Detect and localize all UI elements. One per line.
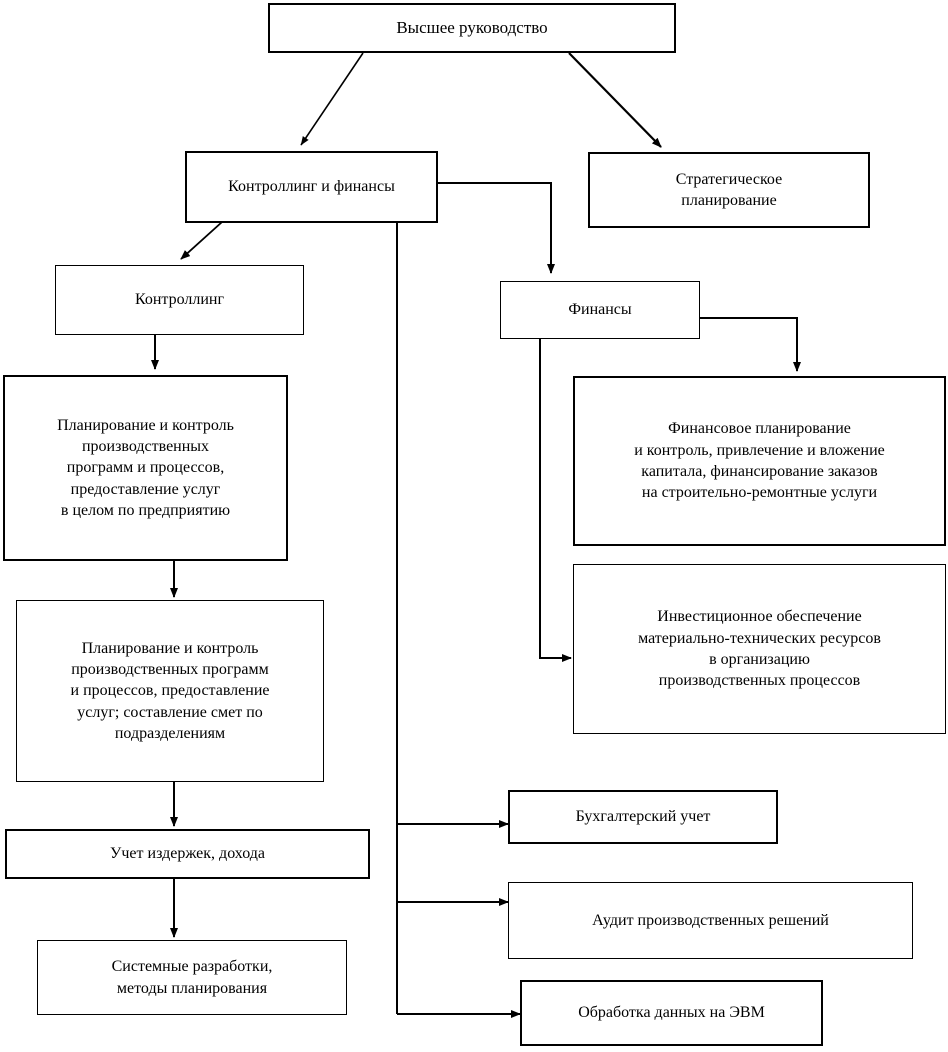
edge-top-management-to-strategic-planning <box>568 52 662 148</box>
node-financial-planning-label: Финансовое планирование и контроль, прив… <box>634 420 885 502</box>
node-finance[interactable]: Финансы <box>500 281 700 339</box>
node-systems-development[interactable]: Системные разработки, методы планировани… <box>37 940 347 1015</box>
node-cost-income-accounting[interactable]: Учет издержек, дохода <box>5 829 370 879</box>
edge-controlling-and-finance-to-finance <box>437 182 555 274</box>
edge-controlling-and-finance-to-controlling <box>180 221 223 260</box>
node-cost-income-accounting-label: Учет издержек, дохода <box>110 845 265 863</box>
node-controlling[interactable]: Контроллинг <box>55 265 304 335</box>
edge-finance-to-investment-support <box>539 339 572 662</box>
node-audit-production-decisions-label: Аудит производственных решений <box>592 911 829 929</box>
node-planning-control-divisions[interactable]: Планирование и контроль производственных… <box>16 600 324 782</box>
node-systems-development-label: Системные разработки, методы планировани… <box>111 958 273 997</box>
node-investment-support[interactable]: Инвестиционное обеспечение материально-т… <box>573 564 946 734</box>
edge-finance-to-financial-planning <box>700 317 801 372</box>
node-controlling-and-finance-label: Контроллинг и финансы <box>228 178 395 196</box>
node-planning-control-enterprise[interactable]: Планирование и контроль производственных… <box>3 375 288 561</box>
node-planning-control-enterprise-label: Планирование и контроль производственных… <box>57 416 234 519</box>
node-data-processing-label: Обработка данных на ЭВМ <box>578 1004 765 1022</box>
node-strategic-planning-label: Стратегическое планирование <box>675 170 783 209</box>
node-investment-support-label: Инвестиционное обеспечение материально-т… <box>638 608 881 690</box>
node-top-management[interactable]: Высшее руководство <box>268 3 676 53</box>
node-financial-planning[interactable]: Финансовое планирование и контроль, прив… <box>573 376 946 546</box>
node-controlling-and-finance[interactable]: Контроллинг и финансы <box>185 151 438 223</box>
node-accounting-label: Бухгалтерский учет <box>575 808 711 826</box>
node-strategic-planning[interactable]: Стратегическое планирование <box>588 152 870 228</box>
node-top-management-label: Высшее руководство <box>396 17 548 37</box>
node-controlling-label: Контроллинг <box>134 291 225 309</box>
node-finance-label: Финансы <box>568 301 632 319</box>
node-data-processing[interactable]: Обработка данных на ЭВМ <box>520 980 823 1046</box>
node-accounting[interactable]: Бухгалтерский учет <box>508 790 778 844</box>
node-audit-production-decisions[interactable]: Аудит производственных решений <box>508 882 913 959</box>
node-planning-control-divisions-label: Планирование и контроль производственных… <box>70 639 270 742</box>
edge-top-management-to-controlling-and-finance <box>300 52 364 146</box>
